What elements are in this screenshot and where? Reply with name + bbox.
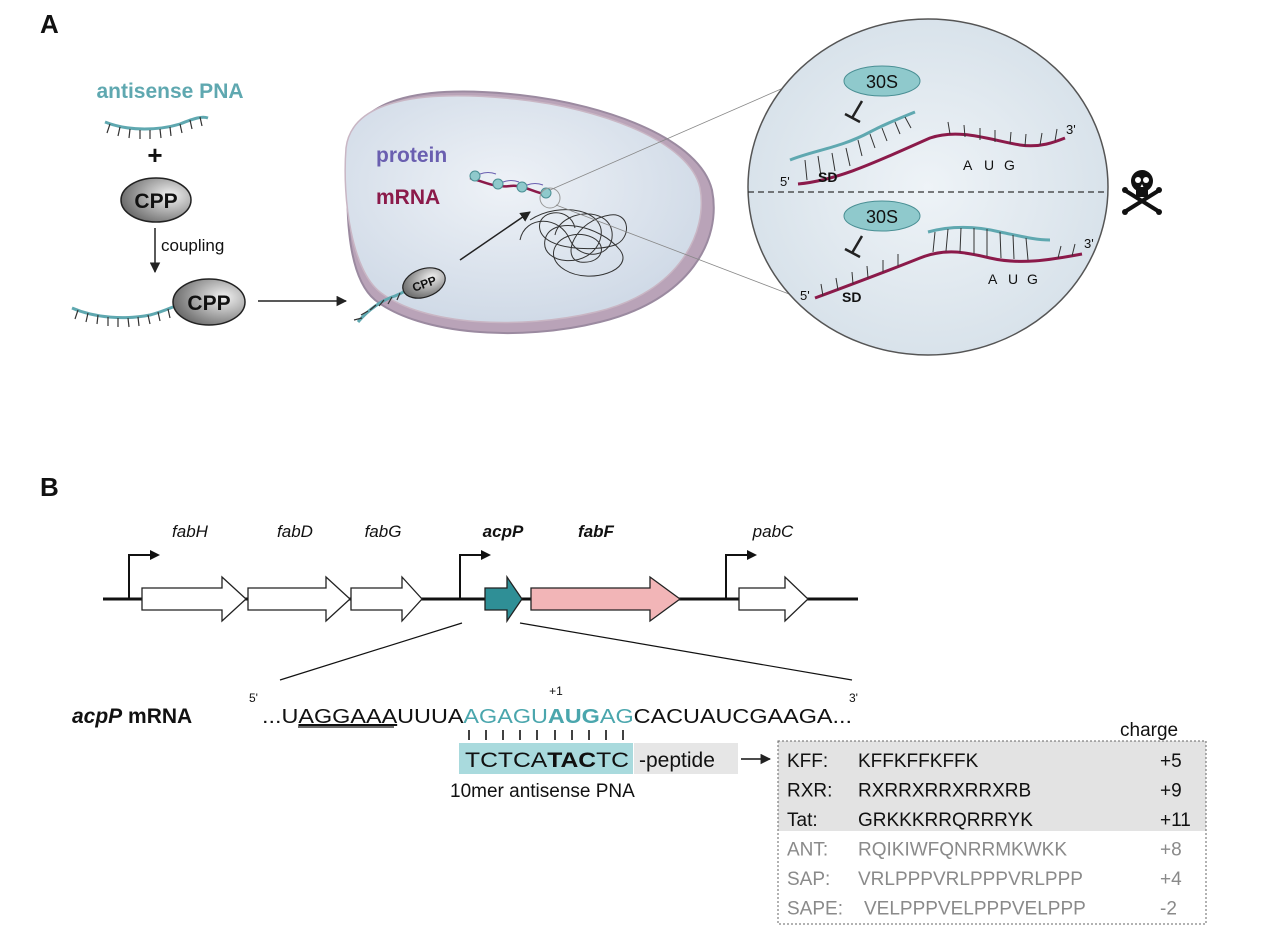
- peptide-seq: VRLPPPVRLPPPVRLPPP: [858, 869, 1083, 890]
- peptide-charge: +11: [1160, 810, 1191, 831]
- seq-rest: CACUAUCGAAGA...: [634, 706, 852, 728]
- peptide-name: SAPE:: [787, 899, 843, 920]
- peptide-label: -peptide: [639, 749, 715, 772]
- codon-g-top: G: [1004, 157, 1015, 173]
- codon-a-bottom: A: [988, 271, 998, 287]
- sd-label-top: SD: [818, 169, 837, 185]
- gene-label-pabc: pabC: [752, 522, 794, 541]
- peptide-seq: KFFKFFKFFK: [858, 751, 979, 772]
- five-prime-bottom: 5': [800, 288, 810, 303]
- gene-label-fabh: fabH: [172, 522, 209, 541]
- pna-seq-bold: TAC: [547, 749, 596, 772]
- panel-a-label: A: [40, 9, 59, 39]
- inhibit-icon-bottom: [844, 235, 864, 259]
- plus-one-marker: +1: [549, 684, 563, 698]
- table-highlight: [778, 741, 1206, 831]
- three-prime-bottom: 3': [1084, 236, 1094, 251]
- conjugate-cpp-label: CPP: [187, 292, 230, 315]
- plus-sign: +: [147, 140, 162, 170]
- protein-label: protein: [376, 144, 447, 167]
- codon-u-bottom: U: [1008, 271, 1018, 287]
- gene-label-fabd: fabD: [277, 522, 313, 541]
- peptide-seq: VELPPPVELPPPVELPPP: [864, 899, 1086, 920]
- peptide-name: ANT:: [787, 840, 828, 861]
- gene-arrow-fabf: [530, 575, 682, 623]
- entering-conjugate: CPP: [353, 267, 446, 323]
- cpp-label: CPP: [134, 190, 177, 213]
- codon-u-top: U: [984, 157, 994, 173]
- peptide-name: KFF:: [787, 751, 828, 772]
- mrna-label: mRNA: [376, 186, 440, 209]
- mrna-gene-name: acpP: [72, 705, 123, 728]
- mrna-suffix: mRNA: [122, 705, 192, 728]
- ribosome-30s-bottom: 30S: [866, 207, 898, 227]
- peptide-seq: RXRRXRRXRRXRB: [858, 781, 1031, 802]
- scenario-block-sd: 30S 5' 3' SD A U G: [780, 65, 1076, 189]
- pairing-ticks: [468, 730, 624, 740]
- pna-seq-b: TC: [596, 749, 629, 772]
- scenario-block-aug: 30S 5' 3' SD A U G: [800, 200, 1094, 305]
- mrna-row-label: acpP mRNA: [72, 705, 192, 728]
- cpp-blob: CPP: [120, 177, 192, 223]
- peptide-name: Tat:: [787, 810, 818, 831]
- peptide-seq: RQIKIWFQNRRMKWKK: [858, 840, 1067, 861]
- seq-shine-dalgarno: AGGAAA: [298, 706, 398, 728]
- panel-b-label: B: [40, 472, 59, 502]
- peptide-box: [634, 743, 738, 774]
- pna-seq-a: TCTCA: [465, 749, 547, 772]
- gene-arrow-pabc: [738, 575, 809, 623]
- inhibit-icon-top: [844, 100, 864, 124]
- promoter-icon-2: [459, 550, 491, 599]
- skull-crossbones-icon: [1122, 170, 1162, 215]
- sd-label-bottom: SD: [842, 289, 861, 305]
- pna-cpp-conjugate: CPP: [71, 278, 246, 328]
- five-prime-top: 5': [780, 174, 790, 189]
- three-prime-top: 3': [1066, 122, 1076, 137]
- seq-spacer: UUUA: [397, 706, 464, 728]
- seq-target-a: AGAGU: [463, 706, 547, 728]
- peptide-seq: GRKKKRRQRRRYK: [858, 810, 1033, 831]
- peptide-charge: +4: [1160, 869, 1182, 890]
- gene-label-acpp: acpP: [483, 522, 524, 541]
- gene-arrow-fabh: [141, 575, 247, 623]
- gene-arrow-acpp: [484, 574, 523, 624]
- pna-strand-free: [104, 115, 209, 139]
- zoom-circle: 30S 5' 3' SD A U G 30S 5' 3' SD A: [747, 18, 1109, 356]
- peptide-charge: +8: [1160, 840, 1182, 861]
- gene-arrow-fabd: [247, 575, 351, 623]
- target-arrow: [459, 211, 531, 261]
- zoom-line-left: [279, 622, 463, 681]
- codon-g-bottom: G: [1027, 271, 1038, 287]
- promoter-icon-1: [128, 550, 160, 599]
- codon-a-top: A: [963, 157, 973, 173]
- antisense-pna-label: antisense PNA: [96, 80, 243, 103]
- pna-box: [459, 743, 633, 774]
- peptide-charge: +9: [1160, 781, 1182, 802]
- peptide-name: SAP:: [787, 869, 830, 890]
- three-prime-seq: 3': [849, 691, 858, 705]
- seq-target-b: AG: [600, 706, 634, 728]
- gene-label-fabg: fabG: [365, 522, 402, 541]
- coupling-label: coupling: [161, 236, 224, 255]
- gene-arrow-fabg: [350, 575, 423, 623]
- peptide-charge: -2: [1160, 899, 1177, 920]
- table-border: [777, 740, 1207, 925]
- pna-caption: 10mer antisense PNA: [450, 781, 635, 802]
- zoom-line-right: [519, 622, 853, 681]
- peptide-charge: +5: [1160, 751, 1182, 772]
- charge-header: charge: [1120, 720, 1178, 741]
- five-prime-seq: 5': [249, 691, 258, 705]
- seq-start-codon: AUG: [548, 706, 600, 728]
- seq-prefix: ...U: [262, 706, 298, 728]
- peptide-name: RXR:: [787, 781, 832, 802]
- ribosome-30s-top: 30S: [866, 72, 898, 92]
- gene-label-fabf: fabF: [578, 522, 615, 541]
- promoter-icon-3: [725, 550, 757, 599]
